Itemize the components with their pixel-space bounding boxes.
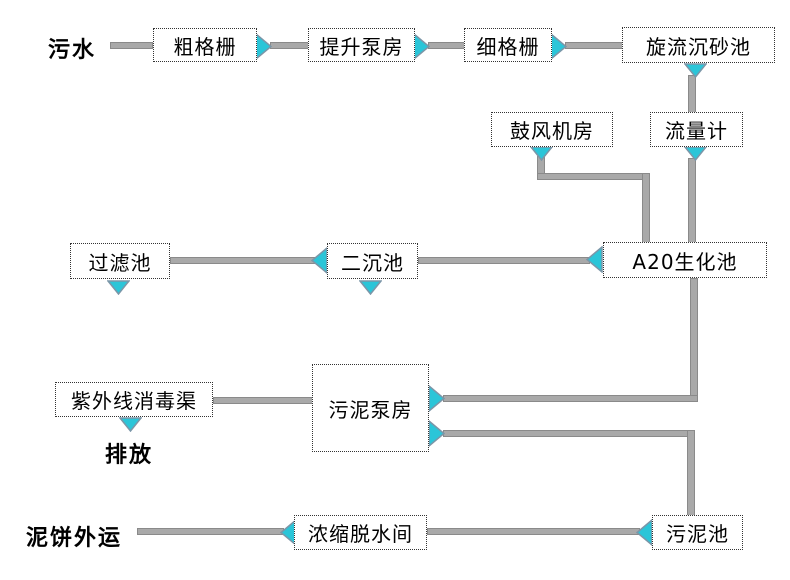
label-sludge-cake-outhaul: 泥饼外运 xyxy=(26,525,123,551)
arrow-right-icon xyxy=(428,385,445,412)
node-blower-room: 鼓风机房 xyxy=(491,112,613,147)
arrow-right-icon xyxy=(550,33,567,60)
arrow-right-icon xyxy=(428,420,445,447)
connector-fine-screen-to-grit-chamber xyxy=(565,42,624,49)
node-coarse-screen: 粗格栅 xyxy=(153,28,257,62)
connector-clarifier-to-filter xyxy=(170,257,315,264)
arrow-left-icon xyxy=(636,519,653,546)
connector-uv-to-sludge-pump xyxy=(213,397,313,404)
node-label: 污泥池 xyxy=(666,522,729,546)
node-label: 提升泵房 xyxy=(319,34,404,59)
connector-down-to-sludge-tank xyxy=(687,430,695,517)
label-discharge: 排放 xyxy=(105,442,154,468)
node-fine-screen: 细格栅 xyxy=(464,28,552,62)
node-label: 紫外线消毒渠 xyxy=(71,389,197,413)
arrow-left-icon xyxy=(311,247,328,274)
arrow-down-icon xyxy=(359,280,382,295)
connector-sludge-pump-out-h xyxy=(443,430,695,437)
connector-a2o-to-clarifier xyxy=(418,257,590,264)
connector-lift-pump-to-fine-screen xyxy=(428,42,466,49)
node-lift-pump-station: 提升泵房 xyxy=(308,28,415,62)
node-label: 旋流沉砂池 xyxy=(646,34,751,59)
node-label: 粗格栅 xyxy=(173,34,237,59)
arrow-down-icon xyxy=(530,146,553,161)
connector-a2o-down xyxy=(690,278,698,402)
node-vortex-grit-chamber: 旋流沉砂池 xyxy=(622,27,775,63)
connector-blower-elbow-v xyxy=(642,173,650,244)
label-influent: 污水 xyxy=(48,37,97,63)
node-label: 流量计 xyxy=(665,119,728,143)
node-filter-tank: 过滤池 xyxy=(70,243,170,279)
node-label: 二沉池 xyxy=(341,250,404,275)
connector-influent-to-coarse-screen xyxy=(110,42,153,49)
node-a2o-bioreactor: A20生化池 xyxy=(603,242,767,278)
connector-sludge-tank-to-dewatering xyxy=(427,528,640,535)
arrow-down-icon xyxy=(684,146,707,161)
node-label: 过滤池 xyxy=(88,250,152,275)
node-label: 浓缩脱水间 xyxy=(308,522,413,546)
arrow-left-icon xyxy=(586,246,603,273)
node-sludge-tank: 污泥池 xyxy=(652,515,743,550)
connector-dewatering-to-cake xyxy=(137,528,284,535)
node-flow-meter: 流量计 xyxy=(650,112,743,147)
arrow-right-icon xyxy=(413,33,430,60)
node-sludge-pump-station: 污泥泵房 xyxy=(312,364,429,452)
arrow-right-icon xyxy=(255,33,272,60)
node-label: 鼓风机房 xyxy=(510,119,594,143)
connector-flow-meter-to-a2o xyxy=(688,158,696,244)
node-thickening-dewatering-room: 浓缩脱水间 xyxy=(294,515,427,550)
connector-sludge-return-h xyxy=(443,395,698,402)
node-uv-disinfection-channel: 紫外线消毒渠 xyxy=(55,382,213,417)
arrow-down-icon xyxy=(107,280,130,295)
connector-blower-elbow-h xyxy=(537,173,650,180)
node-label: A20生化池 xyxy=(632,249,738,274)
connector-coarse-screen-to-lift-pump xyxy=(270,42,310,49)
arrow-down-icon xyxy=(119,417,142,432)
connector-grit-chamber-to-flow-meter xyxy=(688,75,696,113)
node-label: 细格栅 xyxy=(476,34,540,59)
node-secondary-clarifier: 二沉池 xyxy=(327,243,418,279)
node-label: 污泥泵房 xyxy=(328,397,413,422)
arrow-down-icon xyxy=(684,63,707,78)
